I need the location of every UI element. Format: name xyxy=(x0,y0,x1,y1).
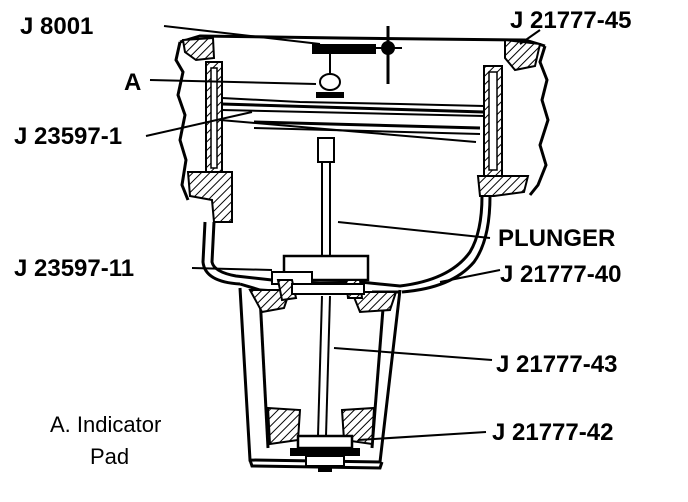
upper-housing xyxy=(174,34,550,223)
label-j23597-1: J 23597-1 xyxy=(14,123,122,150)
plate-j23597-1 xyxy=(219,97,485,163)
label-plunger: PLUNGER xyxy=(498,225,615,252)
label-j21777-45: J 21777-45 xyxy=(510,7,631,34)
lower-cup xyxy=(238,287,402,470)
plunger-rod xyxy=(317,162,331,437)
bottom-piece-j21777-42 xyxy=(290,434,360,472)
label-j8001: J 8001 xyxy=(20,13,93,40)
block-j23597-11 xyxy=(271,254,370,302)
label-j21777-43: J 21777-43 xyxy=(496,351,617,378)
label-j21777-40: J 21777-40 xyxy=(500,261,621,288)
dial-indicator xyxy=(312,26,402,98)
legend-indicator-line2: Pad xyxy=(90,444,129,469)
legend-indicator-line1: A. Indicator xyxy=(50,412,161,437)
label-a: A xyxy=(124,69,141,96)
leader-lines xyxy=(145,25,541,441)
label-j23597-11: J 23597-11 xyxy=(14,255,134,282)
label-j21777-42: J 21777-42 xyxy=(492,419,613,446)
